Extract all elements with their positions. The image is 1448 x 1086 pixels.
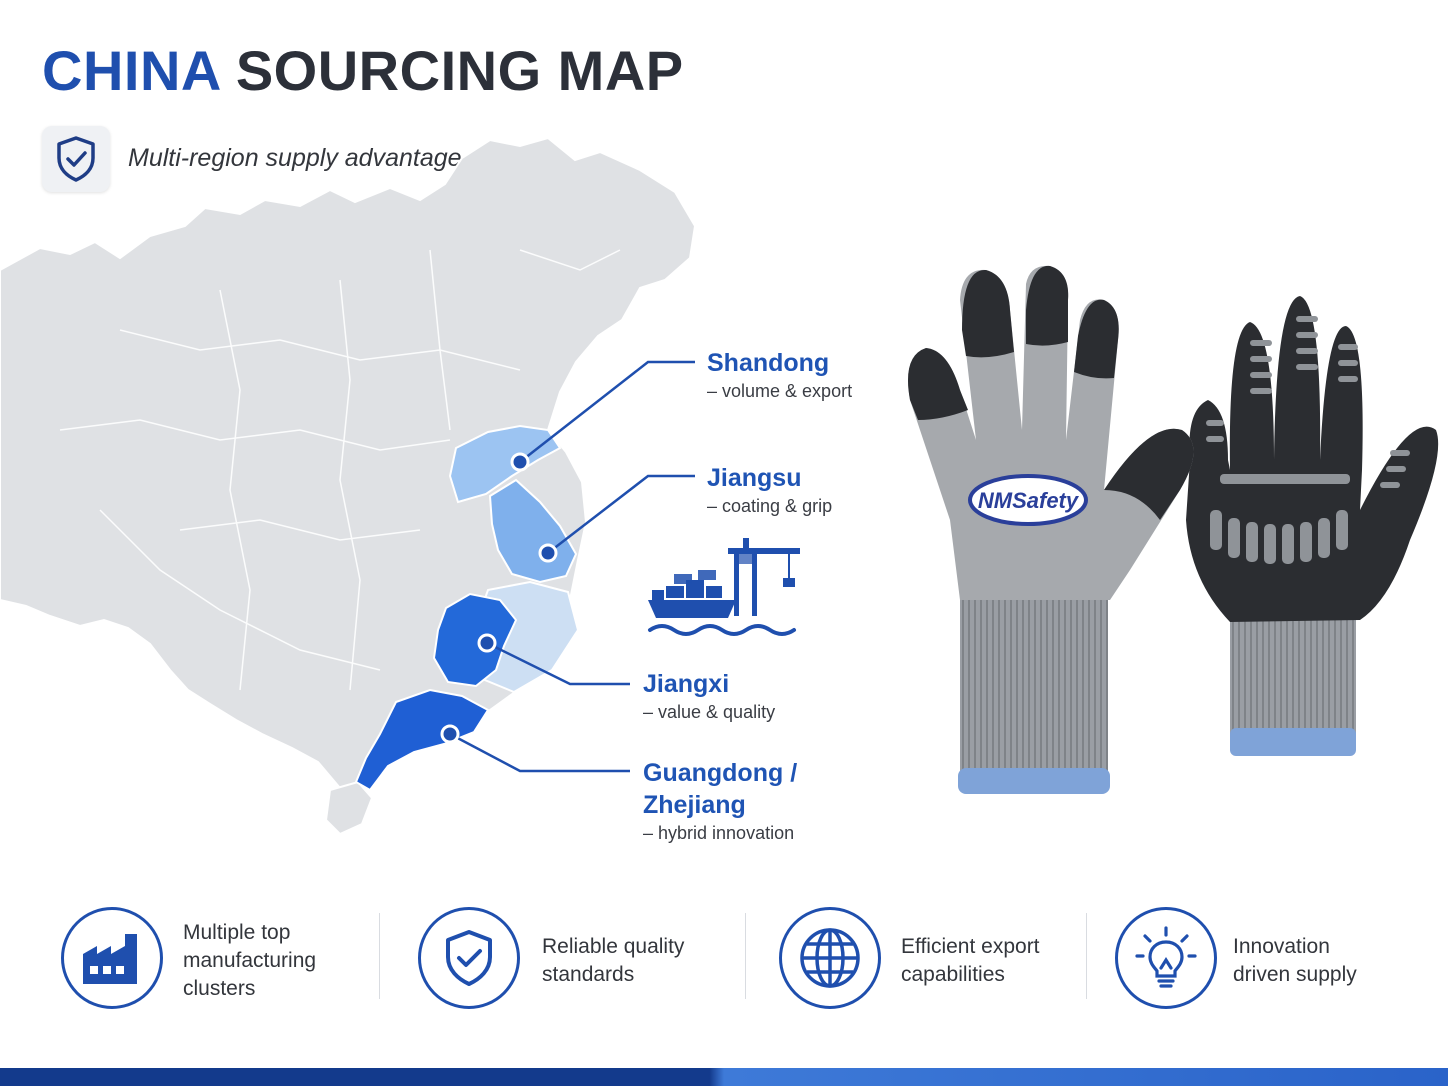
feature-text: Efficient export capabilities (901, 935, 1040, 986)
feature-icon-circle (418, 907, 520, 1009)
label-jiangxi: Jiangxi – value & quality (643, 669, 775, 725)
feature-text: Reliable quality standards (542, 935, 685, 986)
feature-text: Innovation driven supply (1233, 935, 1357, 986)
map-hainan (324, 780, 374, 836)
label-guangdong-zhejiang: Guangdong / Zhejiang – hybrid innovation (643, 758, 797, 846)
factory-icon (83, 934, 137, 984)
feature-icon-circle (779, 907, 881, 1009)
feature-icon-circle (61, 907, 163, 1009)
feature-divider (745, 913, 746, 999)
map-mainland (0, 136, 697, 792)
region-desc: – value & quality (643, 702, 776, 722)
glove-front: NMSafety (908, 265, 1194, 794)
province-borders (59, 249, 621, 691)
callout-lines (449, 360, 695, 773)
region-desc: – hybrid innovation (643, 823, 795, 843)
feature-clusters: Multiple top manufacturing clusters (0, 895, 380, 1025)
footer-bar (0, 1068, 1448, 1086)
cargo-port-icon (648, 538, 800, 636)
title-accent: CHINA (42, 39, 222, 102)
feature-innovation: Innovation driven supply (1087, 895, 1448, 1025)
china-map (0, 136, 697, 836)
region-jiangxi-shape (432, 592, 518, 688)
feature-quality: Reliable quality standards (380, 895, 746, 1025)
feature-icon-circle (1115, 907, 1217, 1009)
region-name: Jiangsu (707, 464, 802, 492)
region-markers (440, 452, 558, 744)
feature-export: Efficient export capabilities (746, 895, 1086, 1025)
region-desc: – coating & grip (707, 496, 833, 516)
glove-back (1186, 296, 1439, 756)
subtitle: Multi-region supply advantage (128, 144, 462, 172)
globe-icon (800, 928, 860, 988)
label-shandong: Shandong – volume & export (707, 348, 852, 404)
region-shandong-shape (448, 424, 562, 504)
region-name: Guangdong / (643, 759, 798, 787)
work-gloves-image: NMSafety (908, 265, 1439, 794)
region-name: Jiangxi (643, 670, 730, 698)
shield-check-icon (57, 136, 95, 182)
lightbulb-icon (1135, 926, 1197, 988)
feature-divider (1086, 913, 1087, 999)
region-name: Shandong (707, 349, 830, 377)
shield-badge (42, 126, 110, 192)
region-desc: – volume & export (707, 381, 853, 401)
title-rest: SOURCING MAP (235, 39, 684, 102)
feature-divider (379, 913, 380, 999)
region-name-line2: Zhejiang (643, 791, 746, 819)
feature-text: Multiple top manufacturing clusters (183, 921, 317, 1000)
glove-logo-text: NMSafety (978, 488, 1080, 513)
shield-check-icon (446, 930, 492, 986)
label-jiangsu: Jiangsu – coating & grip (707, 463, 832, 519)
features-row: Multiple top manufacturing clusters Reli… (0, 895, 1448, 1025)
region-guangdong-shape (354, 688, 490, 792)
